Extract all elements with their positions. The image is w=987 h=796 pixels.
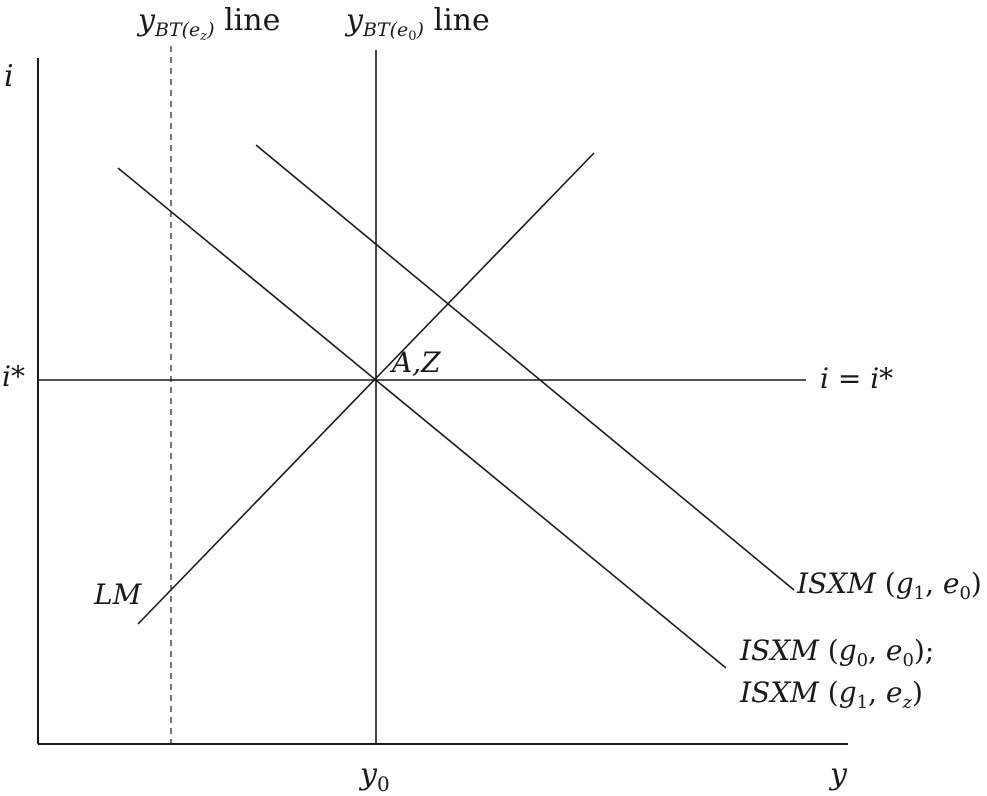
isxm-g1-e0-curve [255, 144, 795, 591]
lm-curve [137, 152, 595, 625]
ybt-e0-label: yBT(e0) line [344, 3, 490, 44]
isxm-g1-e0-label: ISXM (g1, e0) [796, 567, 982, 604]
y-axis-label: i [4, 59, 14, 94]
isxm-g0-e0-curve [117, 167, 727, 669]
x-axis-label: y [828, 757, 848, 792]
lm-label: LM [93, 578, 143, 611]
y0-tick: y0 [358, 757, 390, 796]
ybt-ez-label: yBT(ez) line [136, 3, 280, 44]
isxm-g0-e0-label: ISXM (g0, e0); [739, 634, 934, 671]
i-star-tick: i* [2, 360, 25, 393]
i-equals-i-star-label: i = i* [820, 362, 893, 395]
isxm-g1-ez-label: ISXM (g1, ez) [739, 676, 923, 713]
point-az-label: A,Z [389, 346, 441, 379]
